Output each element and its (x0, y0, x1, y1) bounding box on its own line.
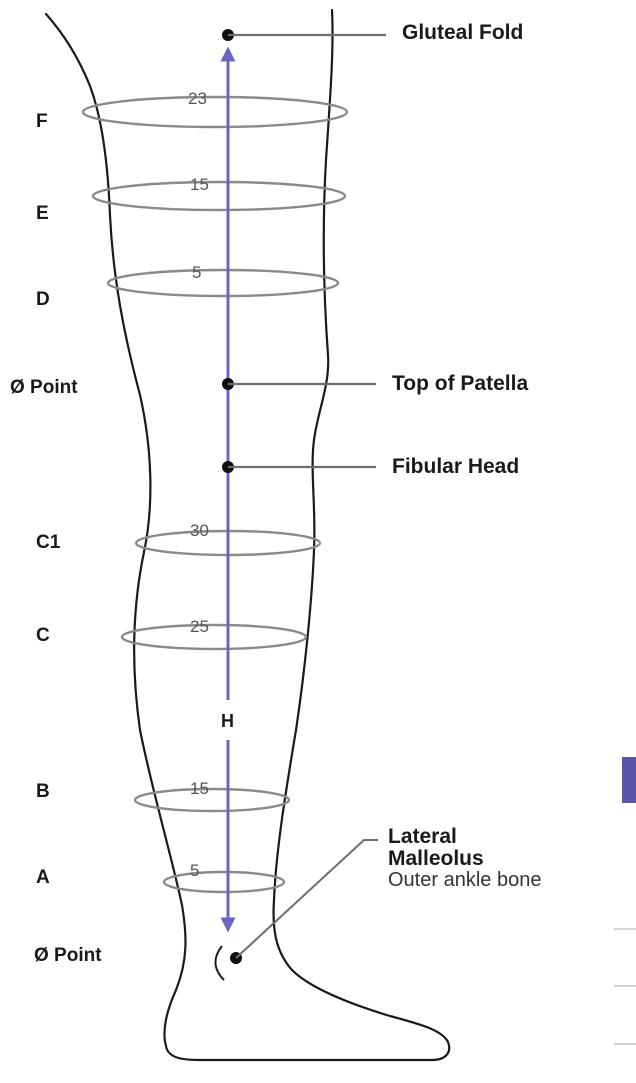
label-c1: C1 (36, 533, 60, 552)
cropped-button-edge (622, 757, 636, 803)
ring-f (83, 97, 347, 127)
ring-number-f: 23 (188, 90, 207, 107)
ring-number-c1: 30 (190, 522, 209, 539)
label-c: C (36, 626, 50, 645)
label-zero-point-knee: Ø Point (10, 378, 78, 397)
label-f: F (36, 112, 48, 131)
ring-number-c: 25 (190, 618, 209, 635)
circumference-rings (83, 97, 347, 892)
lateral-malleolus-description: Outer ankle bone (388, 870, 541, 890)
label-a: A (36, 868, 50, 887)
ring-c (122, 625, 306, 649)
label-zero-point-ankle: Ø Point (34, 946, 102, 965)
cropped-divider-3 (614, 1043, 636, 1045)
lateral-malleolus-leader (236, 840, 378, 958)
fibular-head-label: Fibular Head (392, 456, 519, 477)
ring-number-a: 5 (190, 862, 199, 879)
ring-a (164, 872, 284, 892)
height-marker: H (221, 712, 234, 730)
label-d: D (36, 290, 50, 309)
ring-e (93, 182, 345, 210)
lateral-malleolus-label-line1: Lateral (388, 826, 457, 847)
ankle-bone-curve (216, 946, 225, 980)
gluteal-fold-label: Gluteal Fold (402, 22, 523, 43)
leg-outline-left (46, 10, 449, 1060)
ring-d (108, 270, 338, 296)
lateral-malleolus-label-line2: Malleolus (388, 848, 484, 869)
cropped-divider-1 (614, 928, 636, 930)
top-of-patella-label: Top of Patella (392, 373, 528, 394)
label-b: B (36, 782, 50, 801)
ring-b (135, 789, 289, 811)
ring-number-e: 15 (190, 176, 209, 193)
ring-number-b: 15 (190, 780, 209, 797)
label-e: E (36, 204, 49, 223)
ring-number-d: 5 (192, 264, 201, 281)
cropped-divider-2 (614, 985, 636, 987)
